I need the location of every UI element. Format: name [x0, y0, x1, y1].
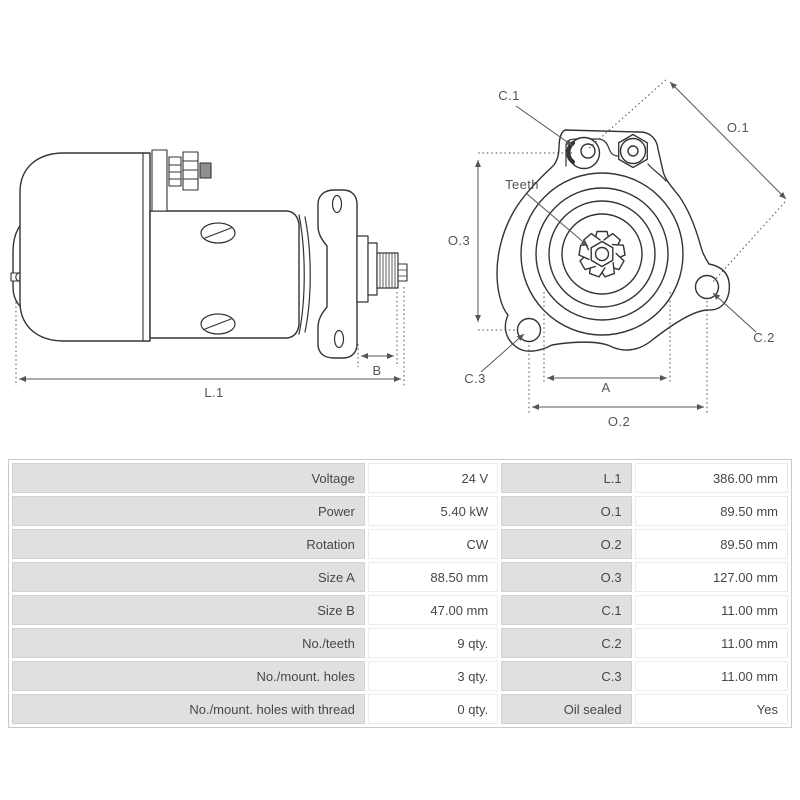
spec-label: No./mount. holes — [12, 661, 365, 691]
leader-c1 — [515, 105, 574, 147]
spec-label: Power — [12, 496, 365, 526]
spec-row: Power 5.40 kW O.1 89.50 mm — [12, 496, 788, 526]
nose-cone-step1 — [356, 235, 369, 303]
terminal-nut-2 — [182, 151, 199, 191]
leader-c2 — [712, 292, 757, 333]
housing-screw-bottom — [200, 313, 236, 335]
spec-row: Voltage 24 V L.1 386.00 mm — [12, 463, 788, 493]
dim-line-o1 — [669, 81, 787, 200]
pinion-spline-lines — [379, 253, 396, 288]
dim-label-c1: C.1 — [498, 88, 519, 103]
spec-value: 127.00 mm — [634, 562, 788, 592]
side-view-dimensions — [15, 287, 405, 386]
leader-teeth — [526, 193, 589, 247]
shaft-stub — [397, 263, 408, 282]
leader-c3 — [480, 333, 525, 373]
spec-row: No./mount. holes 3 qty. C.3 11.00 mm — [12, 661, 788, 691]
spec-label: Rotation — [12, 529, 365, 559]
spec-label: Size B — [12, 595, 365, 625]
starter-motor-front-view — [496, 129, 731, 352]
dim-label-b: B — [372, 363, 381, 378]
spec-row: Size B 47.00 mm C.1 11.00 mm — [12, 595, 788, 625]
shaft-center-hole — [594, 246, 610, 262]
flange-boss-tail-line — [647, 163, 667, 182]
spec-label: Oil sealed — [501, 694, 632, 724]
spec-value: 89.50 mm — [634, 496, 788, 526]
flange-ear-hole-top — [331, 194, 343, 214]
terminal-nut-1 — [168, 156, 182, 187]
spec-value: 3 qty. — [367, 661, 499, 691]
spec-value: 11.00 mm — [634, 628, 788, 658]
spec-row: Rotation CW O.2 89.50 mm — [12, 529, 788, 559]
housing-screw-top — [200, 222, 236, 244]
nose-cone-step2 — [367, 242, 378, 296]
spec-value: Yes — [634, 694, 788, 724]
spec-label: O.3 — [501, 562, 632, 592]
terminal-stud — [151, 149, 212, 212]
spec-label: C.1 — [501, 595, 632, 625]
mount-hole-bottom-left — [516, 317, 542, 343]
spec-label: No./mount. holes with thread — [12, 694, 365, 724]
starter-motor-side-view — [10, 149, 408, 359]
spec-value: 88.50 mm — [367, 562, 499, 592]
mounting-flange-side — [317, 189, 358, 359]
mount-hole-right — [694, 274, 720, 300]
spec-label: C.2 — [501, 628, 632, 658]
spec-value: 47.00 mm — [367, 595, 499, 625]
spec-row: No./mount. holes with thread 0 qty. Oil … — [12, 694, 788, 724]
spec-table-container: Voltage 24 V L.1 386.00 mm Power 5.40 kW… — [8, 459, 792, 728]
dim-label-a: A — [601, 380, 610, 395]
spec-value: 386.00 mm — [634, 463, 788, 493]
spec-value: 5.40 kW — [367, 496, 499, 526]
dim-label-o2: O.2 — [608, 414, 630, 429]
spec-value: 11.00 mm — [634, 661, 788, 691]
spec-label: C.3 — [501, 661, 632, 691]
terminal-tip — [199, 162, 212, 179]
spec-value: 11.00 mm — [634, 595, 788, 625]
spec-label: O.1 — [501, 496, 632, 526]
spec-label: Voltage — [12, 463, 365, 493]
spec-label: Size A — [12, 562, 365, 592]
dim-label-o1: O.1 — [727, 120, 749, 135]
spec-table: Voltage 24 V L.1 386.00 mm Power 5.40 kW… — [8, 459, 792, 728]
spec-label: No./teeth — [12, 628, 365, 658]
flange-ear-hole-bottom — [333, 329, 345, 349]
spec-value: 9 qty. — [367, 628, 499, 658]
mount-hole-top-right — [618, 133, 648, 169]
dim-label-l1: L.1 — [204, 385, 223, 400]
rear-housing — [19, 152, 151, 342]
front-view-dimensions — [475, 77, 787, 413]
spec-value: 24 V — [367, 463, 499, 493]
technical-diagram-canvas: B L.1 — [10, 77, 787, 429]
dim-label-c3: C.3 — [464, 371, 485, 386]
barrel-end-band-outer — [304, 216, 311, 333]
dim-label-o3: O.3 — [448, 233, 470, 248]
terminal-post — [151, 149, 168, 212]
spec-value: 89.50 mm — [634, 529, 788, 559]
spec-row: Size A 88.50 mm O.3 127.00 mm — [12, 562, 788, 592]
spec-value: 0 qty. — [367, 694, 499, 724]
drive-end-rings — [520, 172, 684, 336]
spec-label: L.1 — [501, 463, 632, 493]
spec-label: O.2 — [501, 529, 632, 559]
spec-row: No./teeth 9 qty. C.2 11.00 mm — [12, 628, 788, 658]
mount-hole-top-left — [566, 136, 601, 170]
teeth-label: Teeth — [505, 177, 539, 192]
barrel-end-band — [298, 214, 305, 335]
dim-label-c2: C.2 — [753, 330, 774, 345]
spec-value: CW — [367, 529, 499, 559]
motor-barrel — [149, 210, 300, 339]
